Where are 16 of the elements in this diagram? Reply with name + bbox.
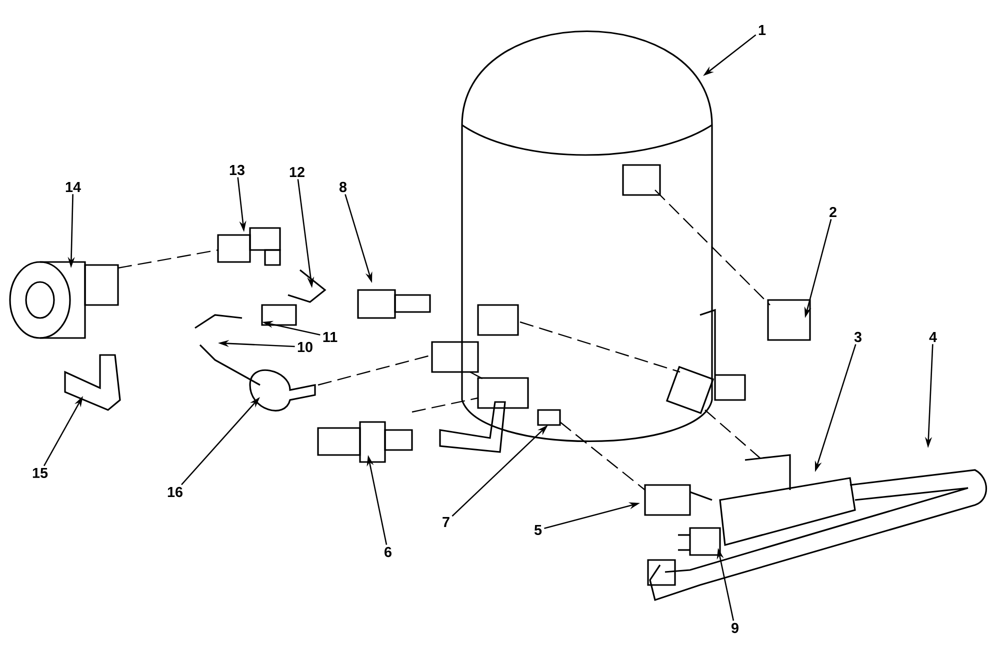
callout-number: 3 bbox=[854, 332, 862, 342]
callout-number: 13 bbox=[230, 164, 244, 176]
callout-number: 8 bbox=[339, 182, 347, 192]
callout-number: 9 bbox=[732, 622, 738, 634]
callout-number: 2 bbox=[830, 206, 836, 218]
callout-number: 14 bbox=[66, 182, 81, 192]
callout-number: 7 bbox=[442, 517, 450, 527]
callout-number: 16 bbox=[168, 486, 182, 498]
callout-number: 6 bbox=[384, 546, 392, 558]
callout-number: 11 bbox=[323, 332, 338, 342]
callout-number: 5 bbox=[534, 524, 542, 536]
callout-number: 15 bbox=[32, 468, 48, 478]
callout-number: 1 bbox=[758, 25, 766, 35]
callout-number: 10 bbox=[298, 342, 312, 352]
callout-number: 4 bbox=[929, 332, 937, 342]
callout-number: 12 bbox=[290, 166, 304, 178]
